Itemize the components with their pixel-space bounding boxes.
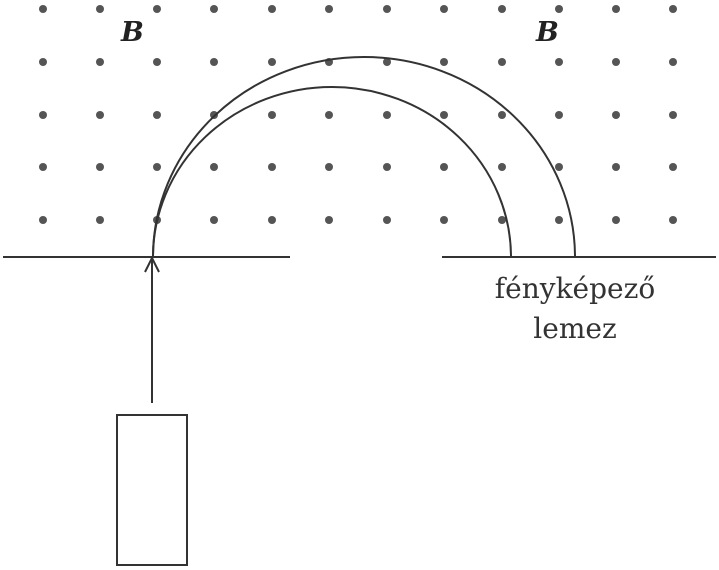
field-dot — [440, 163, 448, 171]
beam-arrowhead-icon — [144, 255, 160, 273]
field-dot — [440, 216, 448, 224]
field-dot — [325, 163, 333, 171]
field-dot — [498, 111, 506, 119]
plate-label-line1: fényképező — [495, 272, 655, 305]
field-dot — [325, 216, 333, 224]
field-dot — [498, 163, 506, 171]
field-dot — [555, 163, 563, 171]
field-dot — [153, 111, 161, 119]
field-dot — [498, 216, 506, 224]
field-dot — [268, 163, 276, 171]
field-dot — [153, 5, 161, 13]
field-dot — [612, 58, 620, 66]
field-dot — [39, 163, 47, 171]
field-label-right: B — [535, 17, 559, 48]
field-dot — [498, 5, 506, 13]
field-dot — [612, 216, 620, 224]
field-dot — [383, 111, 391, 119]
field-dot — [39, 216, 47, 224]
plate-label-line2: lemez — [533, 312, 616, 345]
field-dot — [612, 163, 620, 171]
field-dot — [383, 58, 391, 66]
field-dot — [268, 5, 276, 13]
field-dot — [440, 58, 448, 66]
field-dot — [555, 5, 563, 13]
field-dot — [498, 58, 506, 66]
field-dot — [39, 58, 47, 66]
field-dot — [669, 5, 677, 13]
field-dot — [669, 216, 677, 224]
field-dot — [440, 5, 448, 13]
field-dot — [440, 111, 448, 119]
ion-source-box — [116, 414, 188, 566]
field-dot — [96, 58, 104, 66]
field-dot — [555, 216, 563, 224]
field-dot — [39, 111, 47, 119]
field-dot — [210, 163, 218, 171]
field-dot — [325, 111, 333, 119]
trajectory-inner — [152, 86, 512, 258]
field-dot — [96, 5, 104, 13]
field-label-left: B — [120, 17, 144, 48]
trajectory-outer — [152, 56, 576, 258]
field-dot — [210, 58, 218, 66]
field-dot — [210, 5, 218, 13]
field-dot — [153, 58, 161, 66]
field-dot — [669, 58, 677, 66]
field-dot — [555, 111, 563, 119]
field-dot — [612, 111, 620, 119]
field-dot — [268, 58, 276, 66]
field-dot — [669, 163, 677, 171]
field-dot — [153, 163, 161, 171]
field-dot — [383, 216, 391, 224]
field-dot — [669, 111, 677, 119]
field-dot — [96, 163, 104, 171]
field-dot — [96, 111, 104, 119]
field-dot — [268, 216, 276, 224]
field-dot — [39, 5, 47, 13]
field-dot — [383, 163, 391, 171]
field-dot — [325, 5, 333, 13]
field-dot — [555, 58, 563, 66]
field-dot — [612, 5, 620, 13]
field-dot — [383, 5, 391, 13]
field-dot — [210, 216, 218, 224]
field-dot — [268, 111, 276, 119]
field-dot — [96, 216, 104, 224]
